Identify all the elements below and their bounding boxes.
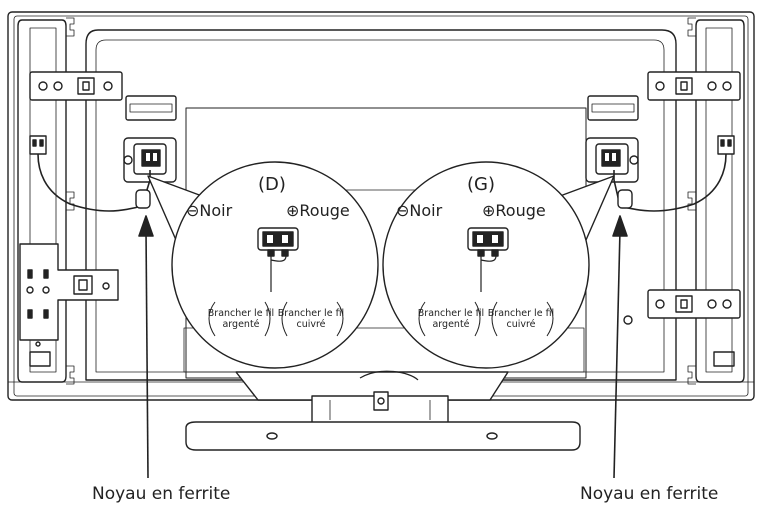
display-back-frame [7,11,755,401]
left-negative-label: ⊖Noir [186,201,233,220]
ferrite-label-right: Noyau en ferrite [580,484,719,504]
left-silver-note: Brancher le fil argenté [207,308,275,330]
handles [125,95,639,121]
right-detail-magnifier [382,161,615,369]
right-negative-label: ⊖Noir [396,201,443,220]
right-display-connector [585,137,639,183]
ferrite-label-left: Noyau en ferrite [92,484,231,504]
right-silver-note: Brancher le fil argenté [417,308,485,330]
right-speaker [623,17,745,385]
right-positive-label: ⊕Rouge [482,201,546,220]
left-channel-label: (D) [258,174,286,195]
ferrite-callout-arrows [138,215,628,479]
right-copper-note: Brancher le fil cuivré [487,308,555,330]
left-display-connector [123,137,177,183]
left-positive-label: ⊕Rouge [286,201,350,220]
stand [185,370,581,451]
left-speaker [17,17,123,385]
ferrite-cores [135,189,633,209]
left-detail-magnifier [147,161,379,369]
left-copper-note: Brancher le fil cuivré [277,308,345,330]
right-channel-label: (G) [467,174,495,195]
